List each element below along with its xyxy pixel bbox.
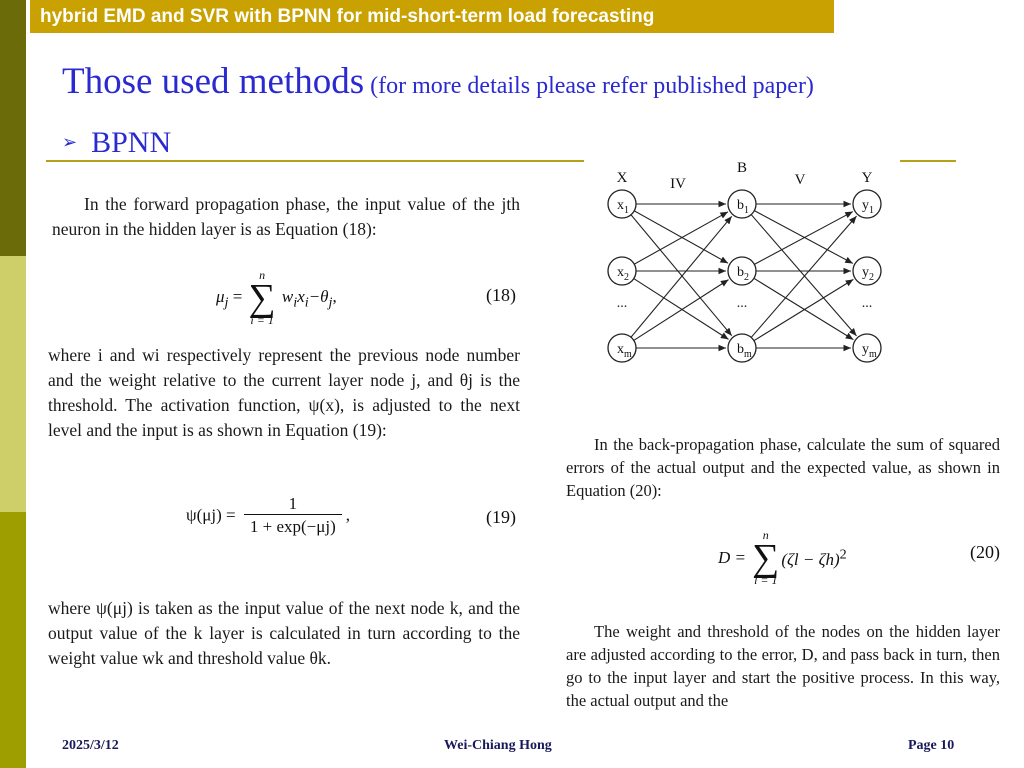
- input-node: [607, 189, 637, 219]
- equation-18: μj = n ∑ i = 1 wixi−θj,: [216, 268, 337, 327]
- connection-edge: [753, 278, 854, 342]
- equation-18-number: (18): [486, 285, 516, 305]
- connection-edge: [630, 215, 733, 338]
- paragraph-forward-propagation: In the forward propagation phase, the in…: [52, 194, 520, 239]
- header-banner: hybrid EMD and SVR with BPNN for mid-sho…: [30, 0, 834, 33]
- left-bar-middle: [0, 256, 26, 512]
- hidden-node-label: b1: [737, 198, 749, 216]
- equation-19: ψ(μj) = 1 1 + exp(−μj) ,: [186, 494, 351, 537]
- eq20-sum: n ∑ l = 1: [752, 528, 780, 587]
- slide-title-main: Those used methods: [62, 61, 365, 102]
- bullet-bpnn: ➢ BPNN: [62, 126, 171, 160]
- equation-20: D = n ∑ l = 1 (ζl − ζh)2: [718, 528, 847, 587]
- layer-label: X: [617, 170, 628, 186]
- connection-edge: [633, 279, 729, 341]
- output-node-label: y2: [862, 265, 874, 283]
- hidden-node-label: b2: [737, 265, 749, 283]
- output-node: [852, 333, 882, 363]
- eq20-lhs: D =: [718, 548, 746, 567]
- layer-label: B: [737, 160, 747, 176]
- connection-edge: [750, 215, 857, 338]
- layer-label: Y: [862, 170, 873, 186]
- connection-edge: [754, 211, 854, 265]
- divider-right: [900, 160, 956, 162]
- hidden-node: [727, 189, 757, 219]
- connection-edge: [633, 211, 729, 265]
- paragraph-output-value: where ψ(μj) is taken as the input value …: [48, 598, 520, 668]
- hidden-node-label: bm: [737, 342, 752, 360]
- connection-edge: [754, 210, 854, 264]
- footer-date: 2025/3/12: [62, 738, 119, 753]
- eq19-lhs: ψ(μj) =: [186, 505, 236, 525]
- paragraph-weight-adjust: The weight and threshold of the nodes on…: [566, 622, 1000, 710]
- equation-19-number: (19): [486, 507, 516, 527]
- hidden-node: [727, 256, 757, 286]
- ellipsis-label: ...: [617, 296, 628, 311]
- input-node-label: xm: [617, 342, 632, 360]
- slide-title-sub: (for more details please refer published…: [370, 73, 814, 99]
- ellipsis-label: ...: [737, 296, 748, 311]
- paragraph-back-propagation: In the back-propagation phase, calculate…: [566, 435, 1000, 500]
- eq18-sum: n ∑ i = 1: [248, 268, 276, 327]
- connection-edge: [750, 214, 857, 337]
- input-node-label: x2: [617, 265, 629, 283]
- eq18-lhs: μ: [216, 286, 225, 306]
- slide-title: Those used methods(for more details plea…: [62, 60, 814, 103]
- arrow-bullet-icon: ➢: [62, 132, 78, 152]
- bpnn-diagram: x1 x2... xm b1 b2... bm y1 y2... ym X IV B V Y: [607, 160, 882, 363]
- equation-20-number: (20): [970, 542, 1000, 562]
- left-bar-bottom: [0, 512, 26, 768]
- connection-edge: [753, 277, 854, 341]
- connection-edge: [633, 278, 729, 340]
- input-node-label: x1: [617, 198, 629, 216]
- footer-page-number: Page 10: [908, 738, 955, 753]
- eq19-fraction: 1 1 + exp(−μj): [243, 494, 342, 537]
- output-node-label: ym: [862, 342, 877, 360]
- divider-left: [46, 160, 584, 162]
- bullet-label: BPNN: [91, 126, 172, 159]
- paragraph-activation: where i and wi respectively represent th…: [48, 345, 520, 440]
- output-node: [852, 256, 882, 286]
- output-node: [852, 189, 882, 219]
- layer-label: V: [795, 172, 806, 188]
- output-node-label: y1: [862, 198, 874, 216]
- connection-edge: [630, 214, 733, 337]
- left-bar-top: [0, 0, 26, 256]
- layer-label: IV: [670, 176, 686, 192]
- connection-edge: [633, 210, 729, 264]
- input-node: [607, 256, 637, 286]
- footer-author: Wei-Chiang Hong: [444, 738, 552, 753]
- ellipsis-label: ...: [862, 296, 873, 311]
- input-node: [607, 333, 637, 363]
- hidden-node: [727, 333, 757, 363]
